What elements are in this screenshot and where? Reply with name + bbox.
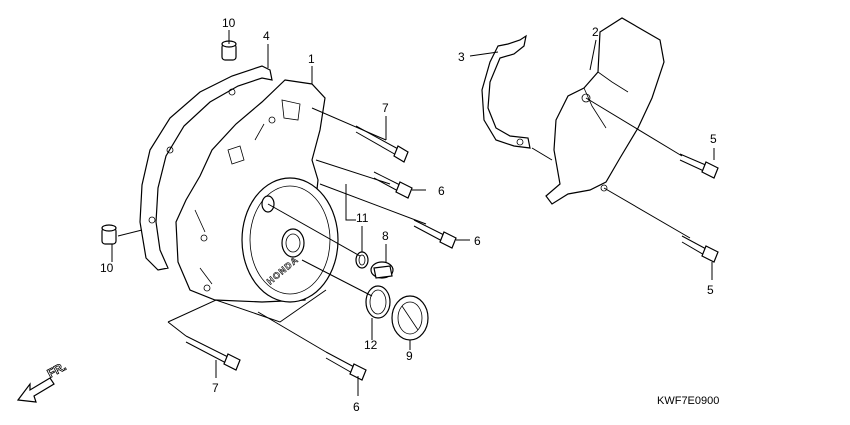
crank-hole-inner — [285, 233, 301, 253]
bracket-hole — [516, 138, 524, 146]
callout-12: 12 — [364, 338, 378, 352]
callout-3: 3 — [458, 50, 465, 64]
cover-mount-hole — [581, 93, 591, 103]
leader-lines — [111, 30, 715, 396]
o-ring-11-inner — [358, 254, 366, 266]
diagram-code: KWF7E0900 — [657, 395, 719, 407]
front-direction-arrow — [16, 377, 55, 403]
callout-10-lower: 10 — [100, 261, 114, 275]
cover-bolt-hole — [203, 284, 211, 292]
cover-mount-hole — [600, 184, 608, 192]
callout-1: 1 — [308, 52, 315, 66]
callout-6-upper: 6 — [438, 184, 445, 198]
callout-10-upper: 10 — [222, 16, 236, 30]
cover-boss — [227, 145, 245, 165]
gasket-hole — [166, 146, 174, 154]
callout-4: 4 — [263, 29, 270, 43]
cover-bolt-hole — [268, 116, 276, 124]
gasket-hole — [228, 88, 236, 96]
callout-6-middle: 6 — [474, 234, 481, 248]
bolt-6-upper — [373, 171, 413, 199]
bolt-5-upper — [679, 153, 719, 179]
callout-7-upper: 7 — [382, 101, 389, 115]
callout-2: 2 — [592, 25, 599, 39]
bracket — [481, 34, 531, 149]
hole-cap-9 — [391, 295, 429, 341]
cover-bolt-hole — [200, 234, 208, 242]
callout-7-lower: 7 — [212, 381, 219, 395]
dowel-pin-lower — [101, 224, 117, 245]
bolt-6-middle — [413, 219, 457, 249]
cover-rib — [194, 123, 265, 285]
callout-5-upper: 5 — [710, 132, 717, 146]
bolt-5-lower — [681, 235, 719, 263]
bolt-6-lower — [325, 351, 367, 381]
callout-6-lower: 6 — [353, 400, 360, 414]
bolt-7-upper — [355, 125, 409, 163]
cover-rim — [249, 185, 331, 295]
bolt-7-lower — [185, 335, 241, 371]
cap-8 — [370, 261, 394, 279]
o-ring-12-inner — [369, 289, 387, 315]
callout-8: 8 — [382, 229, 389, 243]
front-direction-label: FR. — [45, 359, 69, 380]
gasket-hole — [148, 216, 156, 224]
upper-cover — [545, 17, 665, 205]
dowel-pin-upper — [221, 40, 237, 61]
crank-hole — [281, 228, 305, 258]
cover-boss — [281, 99, 301, 121]
callout-11: 11 — [356, 211, 369, 225]
callout-9: 9 — [406, 349, 413, 363]
callout-5-lower: 5 — [707, 283, 714, 297]
